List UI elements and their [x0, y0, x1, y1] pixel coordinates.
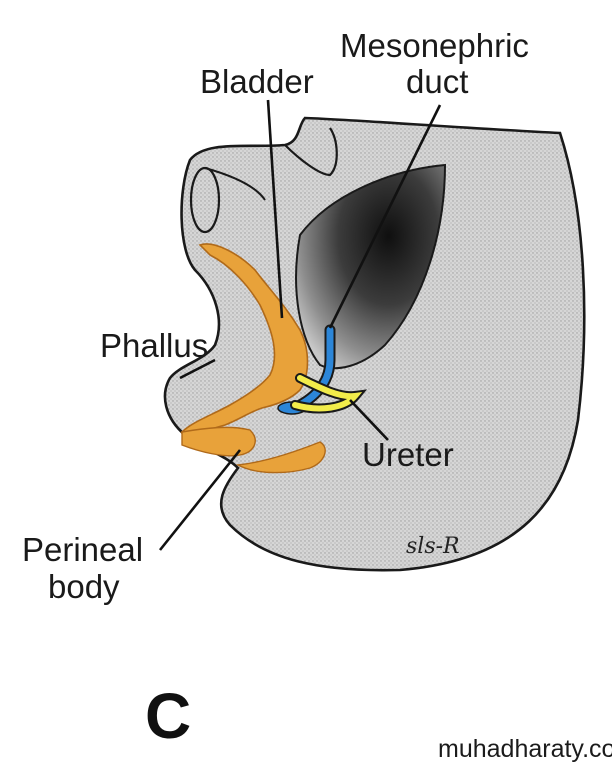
leader-perineal — [158, 449, 242, 551]
watermark: muhadharaty.com — [438, 735, 612, 763]
rectum-orange — [235, 441, 326, 474]
allantois-wall — [204, 167, 266, 201]
artist-signature: sls-R — [406, 534, 460, 559]
leader-phallus — [179, 358, 216, 380]
label-mesonephric-line1: Mesonephric — [340, 27, 529, 64]
label-phallus: Phallus — [100, 327, 208, 364]
leader-ureter — [349, 399, 389, 441]
panel-letter: C — [145, 680, 191, 752]
label-perineal-line2: body — [48, 568, 120, 605]
label-bladder: Bladder — [200, 63, 314, 100]
perineal-body — [181, 426, 256, 457]
leader-mesonephric — [328, 104, 442, 329]
hindgut-fold — [284, 127, 338, 177]
label-ureter: Ureter — [362, 436, 454, 473]
label-perineal-line1: Perineal — [22, 531, 143, 568]
label-mesonephric-line2: duct — [406, 63, 468, 100]
leader-bladder — [266, 99, 284, 319]
mesonephric-duct-fill — [296, 326, 334, 409]
allantois-opening — [189, 166, 221, 234]
ureter-yellow — [292, 375, 363, 412]
dark-cavity — [295, 163, 447, 370]
urogenital-sinus — [180, 243, 309, 433]
